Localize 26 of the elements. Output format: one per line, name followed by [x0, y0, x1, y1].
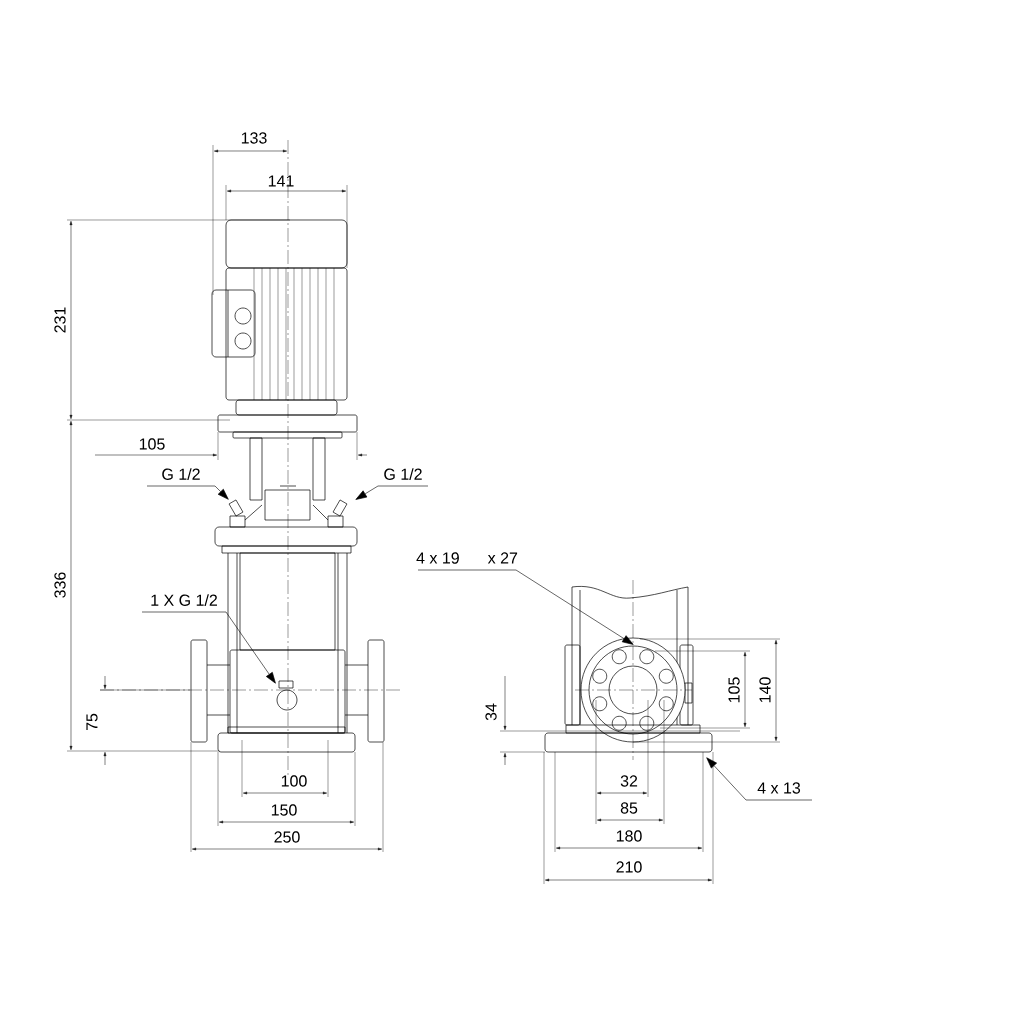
callout-label: G 1/2 [384, 468, 422, 480]
leader-line [706, 757, 813, 801]
dimension-label: 336 [54, 572, 66, 598]
callout-label: 1 X G 1/2 [151, 594, 217, 606]
dimension-label: 140 [759, 677, 771, 703]
dimension-label: 141 [268, 175, 294, 187]
dimension-label: 105 [139, 438, 165, 450]
dimension-label: 231 [54, 307, 66, 333]
dimension-label: 210 [616, 861, 642, 873]
dimension-label: 133 [241, 132, 267, 144]
dimension-label: 32 [620, 775, 638, 787]
callout-label: 4 x 19 x 27 [416, 552, 518, 564]
dimension-label: 100 [281, 775, 307, 787]
callout-label: G 1/2 [162, 468, 200, 480]
leader-line [355, 485, 429, 500]
callout-label: 4 x 13 [757, 782, 801, 794]
dimension-label: 85 [620, 802, 638, 814]
leader-line [146, 485, 229, 500]
dimension-label: 180 [616, 830, 642, 842]
dimension-label: 75 [86, 713, 98, 731]
leader-line [417, 569, 634, 645]
dimension-label: 34 [485, 703, 497, 721]
dimension-label: 105 [728, 677, 740, 703]
leader-line [141, 611, 276, 684]
dimension-label: 250 [274, 831, 300, 843]
dimension-label: 150 [271, 804, 297, 816]
